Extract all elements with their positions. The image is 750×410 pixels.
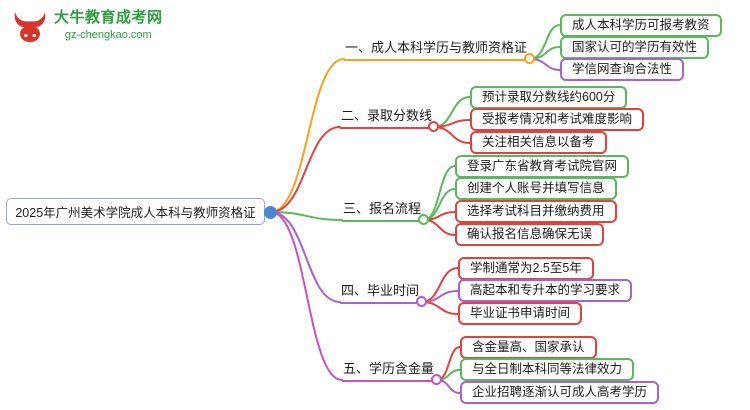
edge-b1-l1 xyxy=(529,24,561,60)
leaf-node: 与全日制本科同等法律效力 xyxy=(460,358,635,381)
edge-b2-l3 xyxy=(433,126,471,144)
leaf-node: 选择考试科目并缴纳费用 xyxy=(455,200,617,223)
leaf-node: 预计录取分数线约600分 xyxy=(470,86,628,109)
edge-b2-l2 xyxy=(433,119,471,128)
leaf-node: 关注相关信息以备考 xyxy=(470,131,607,154)
leaf-node: 受报考情况和考试难度影响 xyxy=(470,108,645,131)
edge-root-branch2 xyxy=(270,126,341,213)
branch-dot-4[interactable] xyxy=(416,296,427,307)
bull-logo-icon xyxy=(14,12,46,43)
branch-label-3: 三、报名流程 xyxy=(342,198,425,222)
branch-label-1: 一、成人本科学历与教师资格证 xyxy=(344,37,531,61)
edge-b3-l4 xyxy=(423,219,456,236)
branch-dot-2[interactable] xyxy=(428,121,439,132)
branch-label-5: 五、学历含金量 xyxy=(342,358,438,382)
brand-domain: gz-chengkao.com xyxy=(64,29,152,41)
edge-root-branch5 xyxy=(270,211,343,381)
leaf-node: 学制通常为2.5至5年 xyxy=(458,257,594,280)
branch-label-2: 二、录取分数线 xyxy=(340,105,436,129)
edge-b2-l1 xyxy=(433,96,471,128)
root-node-dot[interactable] xyxy=(264,206,277,219)
edge-b3-l1 xyxy=(423,165,456,221)
leaf-node: 含金量高、国家承认 xyxy=(460,336,597,359)
leaf-node: 企业招聘逐渐认可成人高考学历 xyxy=(460,381,660,404)
edge-b4-l1 xyxy=(421,267,459,303)
leaf-node: 高起本和专升本的学习要求 xyxy=(458,279,633,302)
leaf-node: 登录广东省教育考试院官网 xyxy=(455,155,630,178)
branch-dot-5[interactable] xyxy=(431,374,442,385)
branch-label-4: 四、毕业时间 xyxy=(340,280,423,304)
edge-root-branch3 xyxy=(270,211,343,221)
edge-b4-l2 xyxy=(421,290,459,303)
leaf-node: 学信网查询合法性 xyxy=(560,58,685,81)
root-node: 2025年广州美术学院成人本科与教师资格证 xyxy=(6,198,265,225)
edge-b3-l2 xyxy=(423,188,456,221)
branch-dot-3[interactable] xyxy=(418,214,429,225)
leaf-node: 毕业证书申请时间 xyxy=(458,302,583,325)
edge-root-branch1 xyxy=(270,58,345,213)
edge-root-branch4 xyxy=(270,211,341,303)
leaf-node: 国家认可的学历有效性 xyxy=(560,36,710,59)
leaf-node: 成人本科学历可报考教资 xyxy=(560,14,722,37)
brand-name: 大牛教育成考网 xyxy=(54,9,163,26)
edge-b4-l3 xyxy=(421,301,459,315)
branch-dot-1[interactable] xyxy=(524,53,535,64)
logo-text: 大牛教育成考网 gz-chengkao.com xyxy=(54,8,163,41)
leaf-node: 确认报名信息确保无误 xyxy=(455,223,605,246)
site-logo: 大牛教育成考网 gz-chengkao.com xyxy=(10,8,163,48)
leaf-node: 创建个人账号并填写信息 xyxy=(455,177,617,200)
